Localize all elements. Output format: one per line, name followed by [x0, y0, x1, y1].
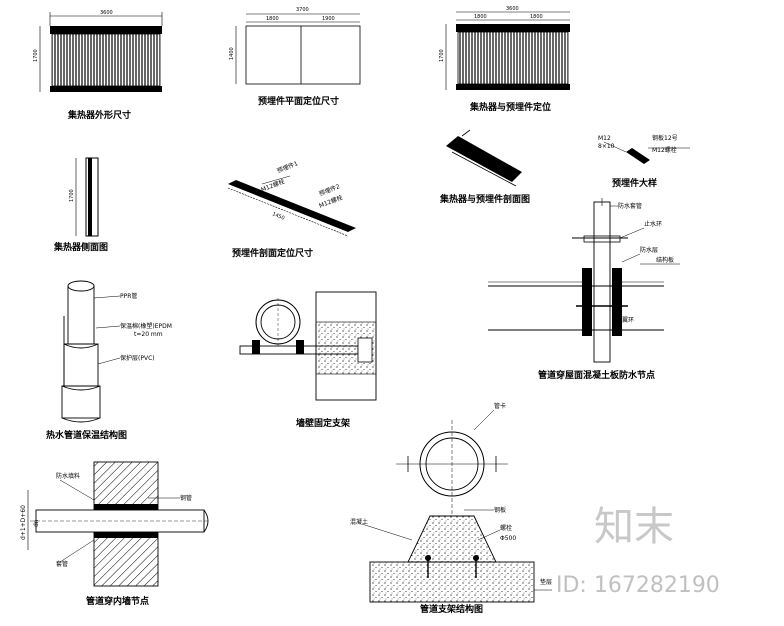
- wall-b: 套管: [56, 560, 68, 568]
- sup-c: 螺栓: [500, 524, 512, 532]
- sup-a: 管卡: [494, 402, 506, 410]
- watermark-id: ID: 167282190: [556, 573, 720, 598]
- caption-embed-plan: 预埋件平面定位尺寸: [258, 95, 339, 107]
- caption-collector-dims: 集热器外形尺寸: [67, 109, 131, 121]
- dim-ce-total: 3600: [506, 6, 519, 12]
- wall-c: 钢管: [180, 494, 192, 502]
- embed-detail-drawing: M12 8×10 钢板12号 M12螺栓 预埋件大样: [598, 134, 690, 189]
- collector-embed-drawing: 3600 1800 1800 1700 集热器与预埋件定位: [439, 6, 570, 113]
- caption-collector-embed-section: 集热器与预埋件剖面图: [439, 193, 530, 205]
- pipe-insulation-drawing: PPR管 保温棉(橡塑)EPDM t=20 mm 保护层(PVC) 热水管道保温…: [46, 280, 172, 441]
- dim-ce-height: 1700: [439, 49, 445, 62]
- sup-d: 混凝土: [350, 518, 368, 526]
- caption-embed-section: 预埋件剖面定位尺寸: [232, 247, 313, 259]
- collector-embed-section-drawing: 集热器与预埋件剖面图: [439, 129, 530, 205]
- dim-side-height: 1700: [69, 189, 75, 202]
- caption-wall-bracket: 墙壁固定支架: [296, 417, 350, 429]
- roof-pipe-drawing: 防水套管 止水环 防水层 结构板 翼环 管道穿屋面混凝土板防水节点: [488, 198, 680, 381]
- sup-b: 钢板: [494, 506, 506, 514]
- ed-d: M12螺栓: [652, 146, 677, 154]
- collector-dims-drawing: 3600 1700 集热器外形尺寸: [33, 10, 163, 121]
- roof-e: 翼环: [622, 317, 634, 324]
- sup-e: 垫层: [540, 578, 552, 586]
- label-dn-formula: d+1+D+60: [20, 505, 27, 540]
- roof-d: 结构板: [656, 256, 674, 264]
- label-outer: 保护层(PVC): [120, 354, 155, 362]
- pipe-support-drawing: 管卡 钢板 螺栓 Φ500 混凝土 垫层 管道支架结构图: [350, 402, 552, 615]
- wall-bracket-drawing: 墙壁固定支架: [239, 291, 377, 429]
- label-insul-t: t=20 mm: [134, 331, 163, 338]
- es-a: 预埋件1: [276, 159, 299, 175]
- es-b: M12螺栓: [260, 177, 286, 194]
- ed-b: 8×10: [598, 143, 615, 150]
- dim-plan-height: 1400: [229, 47, 235, 60]
- caption-pipe-support: 管道支架结构图: [420, 603, 483, 615]
- caption-roof-pipe: 管道穿屋面混凝土板防水节点: [538, 369, 655, 381]
- collector-side-drawing: 1700 集热器侧面图: [53, 157, 108, 253]
- wall-a: 防水填料: [56, 472, 80, 480]
- dim-plan-left: 1800: [266, 16, 279, 22]
- roof-c: 防水层: [640, 246, 658, 254]
- label-dn: dn: [33, 519, 40, 527]
- embed-plan-drawing: 3700 1800 1900 1400 预埋件平面定位尺寸: [229, 7, 361, 107]
- ed-c: 钢板12号: [652, 134, 678, 142]
- wall-pass-drawing: d+1+D+60 dn 钢管 防水填料 套管 管道穿内墙节点: [20, 461, 210, 607]
- dim-plan-total: 3700: [296, 7, 309, 13]
- ed-a: M12: [598, 135, 611, 142]
- dim-plan-right: 1900: [322, 16, 335, 22]
- dim-ce-left: 1800: [474, 14, 487, 20]
- es-len: 1450: [271, 211, 285, 221]
- watermark-brand: 知末: [594, 504, 674, 550]
- dim-height: 1700: [33, 49, 39, 62]
- caption-collector-side: 集热器侧面图: [53, 241, 108, 253]
- dim-ce-right: 1800: [530, 14, 543, 20]
- label-insul: 保温棉(橡塑)EPDM: [120, 322, 172, 330]
- roof-a: 防水套管: [618, 202, 642, 210]
- watermark: 知末 ID: 167282190: [556, 504, 720, 598]
- caption-pipe-insulation: 热水管道保温结构图: [46, 429, 127, 441]
- label-ppr: PPR管: [120, 292, 137, 300]
- dim-width: 3600: [100, 10, 113, 16]
- caption-embed-detail: 预埋件大样: [612, 177, 657, 189]
- caption-collector-embed: 集热器与预埋件定位: [469, 101, 551, 113]
- caption-wall-pass: 管道穿内墙节点: [86, 595, 149, 607]
- embed-section-drawing: 预埋件1 M12螺栓 预埋件2 M12螺栓 1450 预埋件剖面定位尺寸: [227, 159, 356, 259]
- roof-b: 止水环: [644, 220, 662, 228]
- sup-f: Φ500: [500, 535, 516, 542]
